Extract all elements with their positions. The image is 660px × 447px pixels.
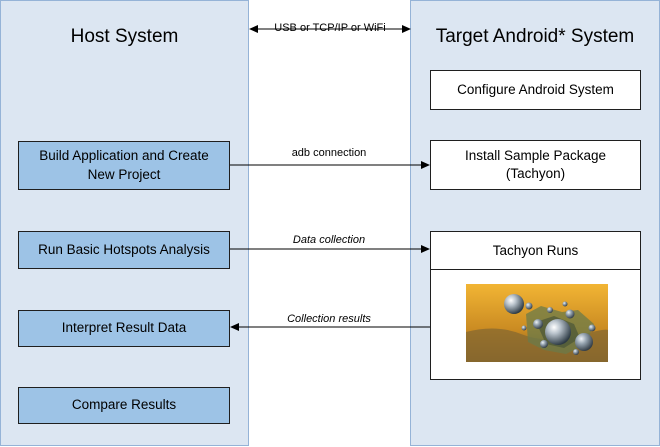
interpret-results-step: Interpret Result Data <box>18 310 230 347</box>
host-system-panel: Host System <box>0 0 249 446</box>
target-system-title: Target Android* System <box>435 26 635 47</box>
compare-results-step: Compare Results <box>18 387 230 424</box>
configure-android-step: Configure Android System <box>430 70 641 110</box>
collection-results-label: Collection results <box>287 313 371 325</box>
arrowhead-left-icon <box>230 323 239 331</box>
arrowhead-right-icon <box>402 25 411 33</box>
tachyon-runs-box: Tachyon Runs <box>430 231 641 380</box>
install-package-step: Install Sample Package (Tachyon) <box>430 140 641 190</box>
run-hotspots-step: Run Basic Hotspots Analysis <box>18 231 230 269</box>
arrowhead-right-icon <box>421 245 430 253</box>
tachyon-runs-label: Tachyon Runs <box>431 232 640 270</box>
arrowhead-right-icon <box>421 161 430 169</box>
tachyon-render-image <box>466 284 608 362</box>
build-application-step: Build Application and Create New Project <box>18 141 230 190</box>
host-system-title: Host System <box>70 26 179 47</box>
usb-connection-label: USB or TCP/IP or WiFi <box>274 22 386 34</box>
adb-connection-label: adb connection <box>291 147 367 159</box>
data-collection-label: Data collection <box>292 234 366 246</box>
arrowhead-left-icon <box>249 25 258 33</box>
